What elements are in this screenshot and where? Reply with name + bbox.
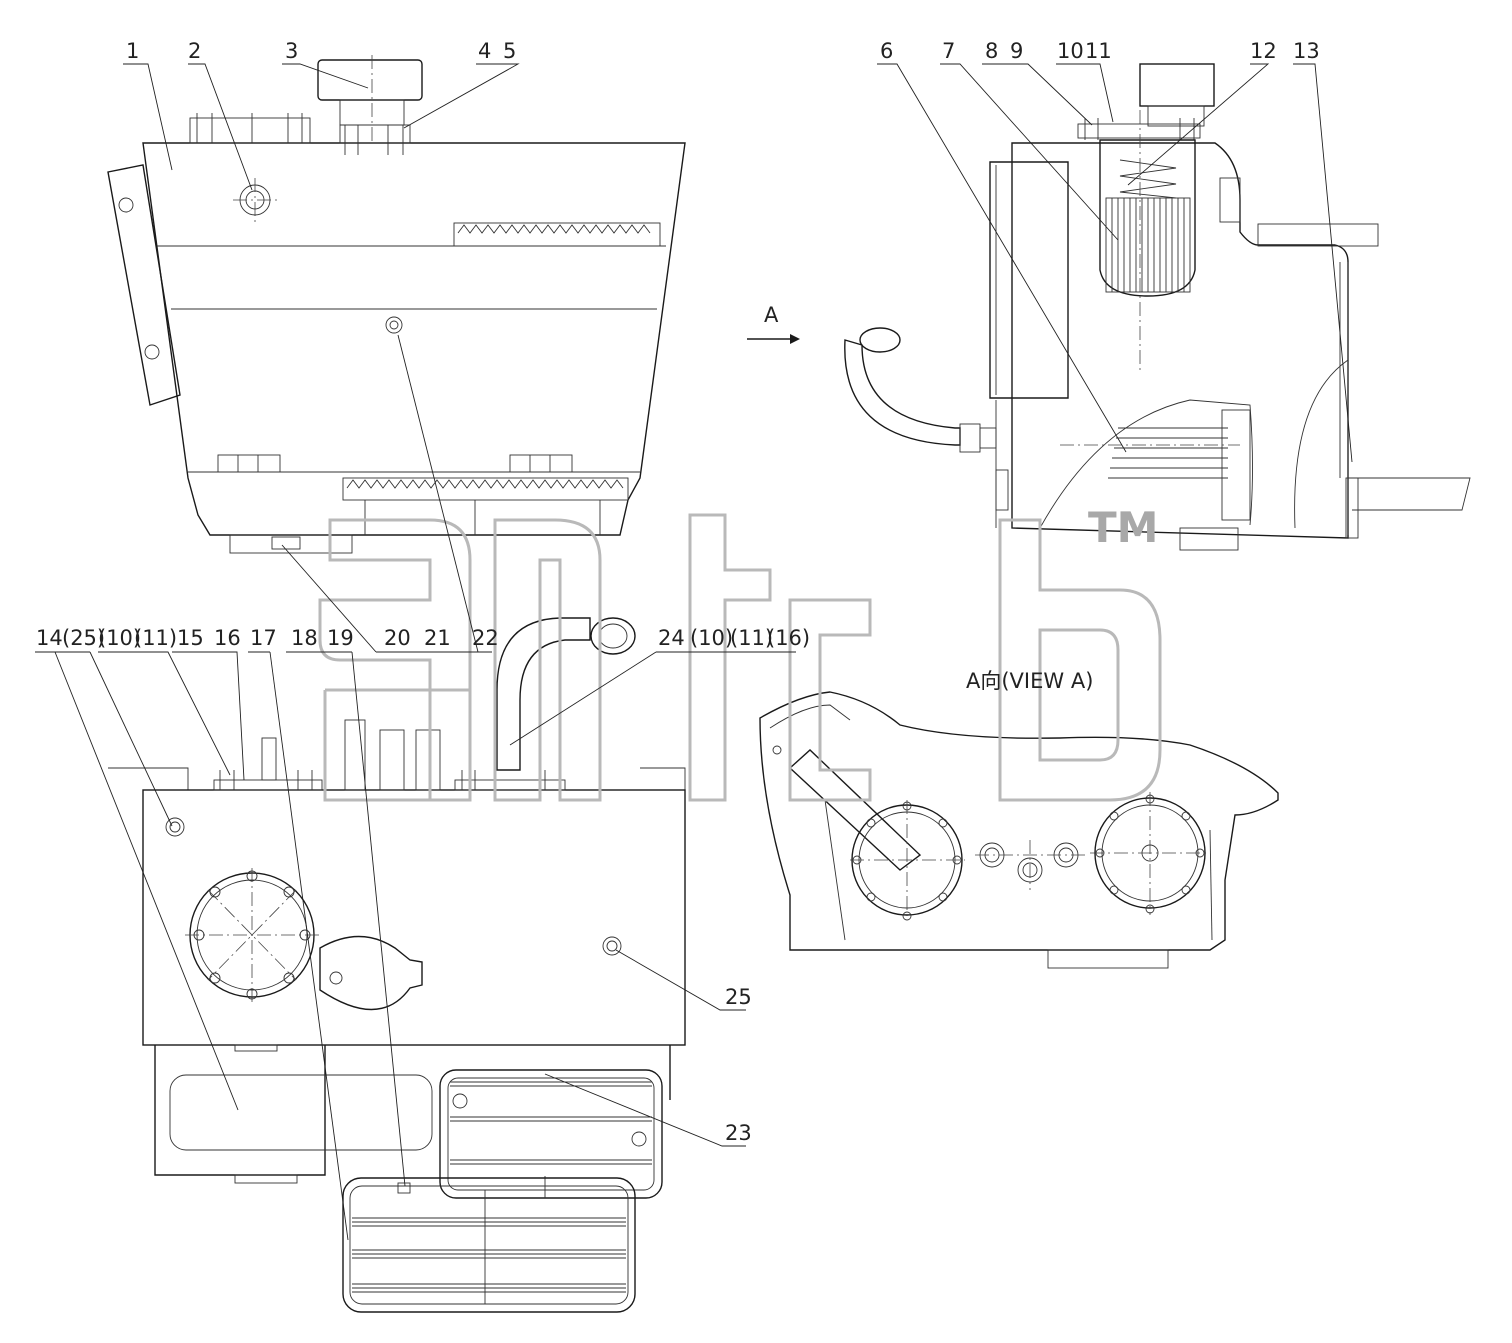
callout-10: 10 bbox=[1057, 39, 1084, 63]
callout-numbers: 1 2 3 4 5 6 7 8 9 10 11 12 13 20 21 22 2… bbox=[36, 39, 1320, 1145]
callout-16-ref-middle: (16) bbox=[767, 626, 810, 650]
callout-19: 19 bbox=[327, 626, 354, 650]
callout-5: 5 bbox=[503, 39, 516, 63]
callout-14: 14 bbox=[36, 626, 63, 650]
callout-15: 15 bbox=[177, 626, 204, 650]
callout-12: 12 bbox=[1250, 39, 1277, 63]
callout-6: 6 bbox=[880, 39, 893, 63]
view-a bbox=[759, 691, 1279, 969]
tank-top-view bbox=[108, 617, 686, 1313]
callout-8: 8 bbox=[985, 39, 998, 63]
view-a-title: A向(VIEW A) bbox=[966, 669, 1093, 693]
view-a-arrow: A bbox=[747, 303, 800, 344]
callout-7: 7 bbox=[942, 39, 955, 63]
watermark-tm: TM bbox=[1088, 503, 1158, 552]
callout-16: 16 bbox=[214, 626, 241, 650]
callout-1: 1 bbox=[126, 39, 139, 63]
callout-25: 25 bbox=[725, 985, 752, 1009]
callout-13: 13 bbox=[1293, 39, 1320, 63]
callout-11-ref-middle: (11) bbox=[730, 626, 773, 650]
callout-4: 4 bbox=[478, 39, 491, 63]
leader-lines bbox=[35, 63, 1353, 1241]
callout-10-ref: (10) bbox=[98, 626, 141, 650]
callout-20: 20 bbox=[384, 626, 411, 650]
tank-side-view bbox=[107, 55, 686, 554]
tank-section-view bbox=[844, 63, 1471, 551]
callout-3: 3 bbox=[285, 39, 298, 63]
watermark-logo: TM bbox=[318, 503, 1162, 802]
callout-18: 18 bbox=[291, 626, 318, 650]
callout-9: 9 bbox=[1010, 39, 1023, 63]
callout-17: 17 bbox=[250, 626, 277, 650]
callout-23: 23 bbox=[725, 1121, 752, 1145]
callout-11-ref: (11) bbox=[134, 626, 177, 650]
callout-2: 2 bbox=[188, 39, 201, 63]
callout-22: 22 bbox=[472, 626, 499, 650]
callout-11: 11 bbox=[1085, 39, 1112, 63]
callout-24: 24 bbox=[658, 626, 685, 650]
callout-25-ref: (25) bbox=[62, 626, 105, 650]
view-arrow-label: A bbox=[764, 303, 779, 327]
callout-21: 21 bbox=[424, 626, 451, 650]
callout-10-ref-middle: (10) bbox=[690, 626, 733, 650]
